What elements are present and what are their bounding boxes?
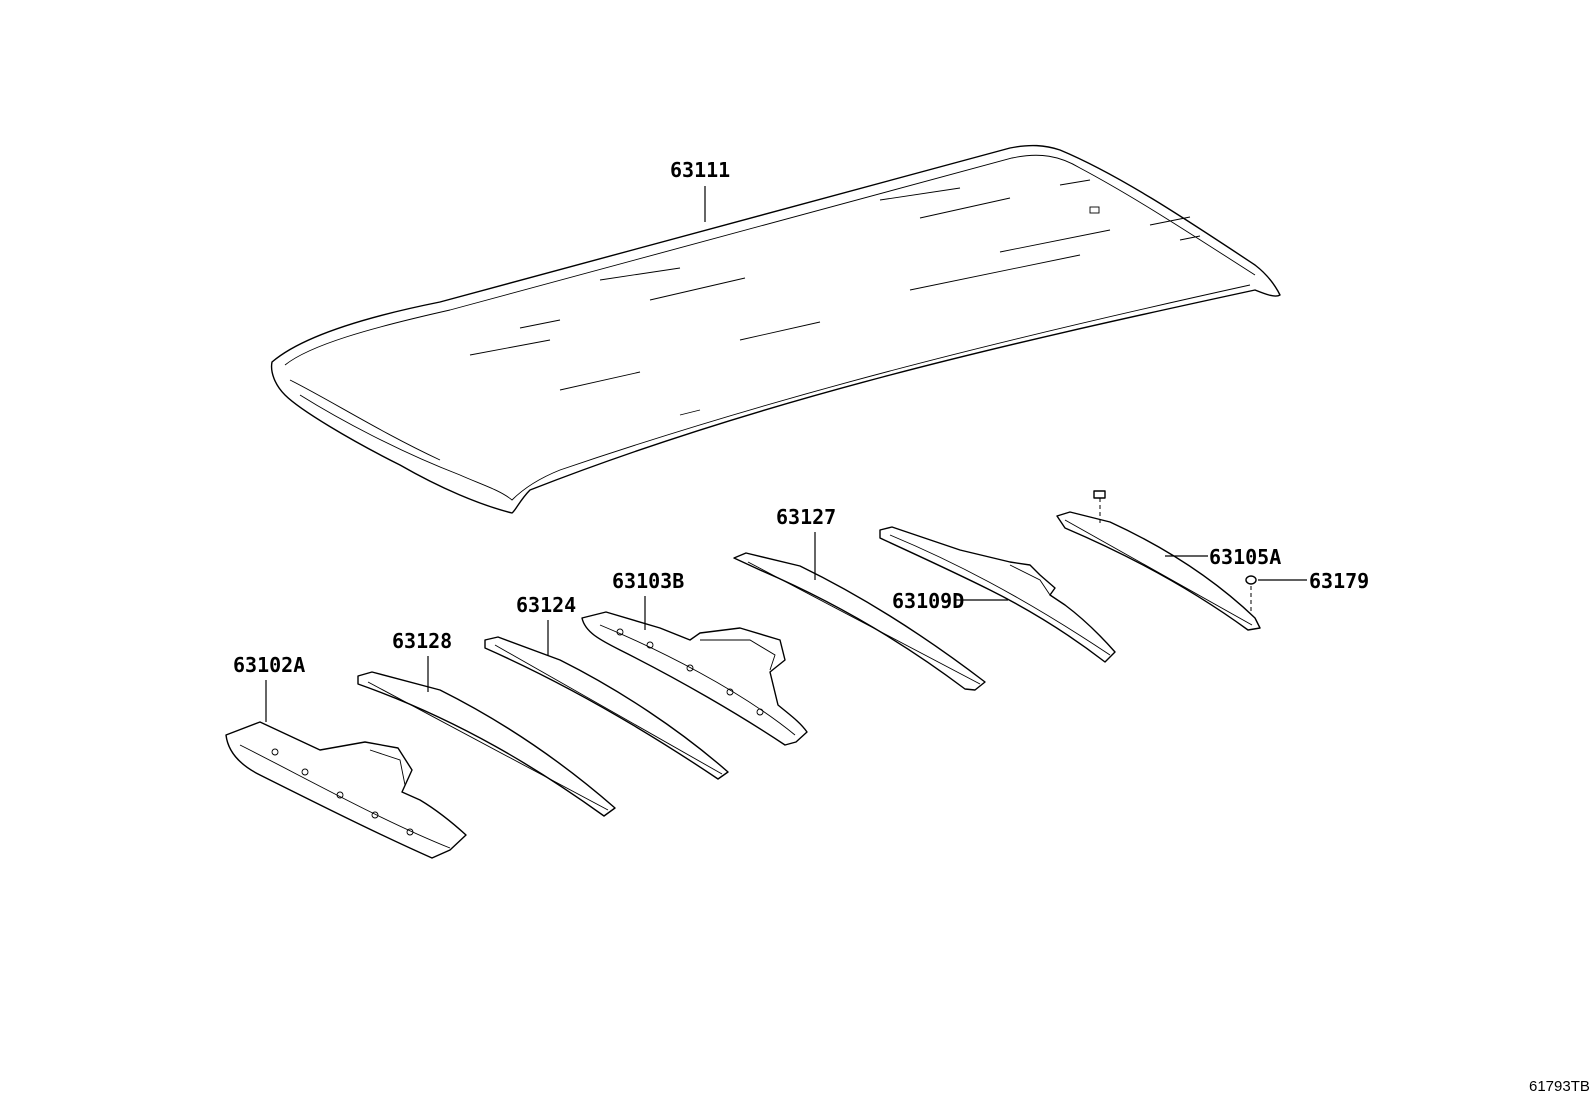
clip-63179[interactable] xyxy=(1245,575,1257,585)
roof-bow-63109d[interactable] xyxy=(879,526,1116,663)
roof-rail-63128[interactable] xyxy=(357,671,616,817)
roof-rail-63127[interactable] xyxy=(733,552,986,691)
callout-63102a[interactable]: 63102A xyxy=(233,653,305,677)
callout-63109d[interactable]: 63109D xyxy=(892,589,964,613)
callout-63111[interactable]: 63111 xyxy=(670,158,730,182)
callout-63179[interactable]: 63179 xyxy=(1309,569,1369,593)
callout-63103b[interactable]: 63103B xyxy=(612,569,684,593)
bolt-63105a xyxy=(1093,490,1106,499)
callout-63105a[interactable]: 63105A xyxy=(1209,545,1281,569)
callout-63127[interactable]: 63127 xyxy=(776,505,836,529)
roof-panel[interactable] xyxy=(270,144,1281,514)
roof-rail-63124[interactable] xyxy=(484,636,729,780)
roof-rail-63102a[interactable] xyxy=(225,721,467,859)
roof-rail-63103b[interactable] xyxy=(581,611,808,746)
diagram-id: 61793TB xyxy=(1529,1078,1590,1095)
callout-63124[interactable]: 63124 xyxy=(516,593,576,617)
roof-rail-63105a[interactable] xyxy=(1056,511,1261,631)
callout-63128[interactable]: 63128 xyxy=(392,629,452,653)
